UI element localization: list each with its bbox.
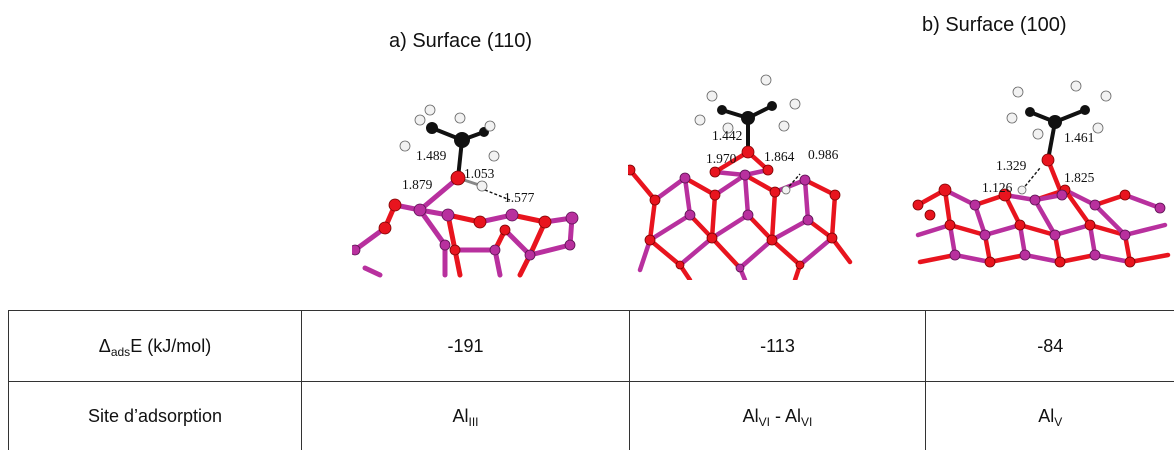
ads-subscript: ads <box>110 344 131 359</box>
structure-110-al6-al6 <box>628 74 853 280</box>
site-value-cell: AlV <box>925 381 1174 450</box>
site-subscript: VI <box>758 414 770 429</box>
energy-value-cell: -84 <box>925 310 1174 382</box>
site-subscript: VI <box>801 414 813 429</box>
bond-label: 1.879 <box>402 177 433 192</box>
site-element: Al <box>1038 405 1055 426</box>
bond-label: 1.442 <box>712 128 742 143</box>
structure-110-al3 <box>352 104 579 278</box>
bond-label: 0.986 <box>808 147 839 162</box>
site-value-cell: AlVI - AlVI <box>629 381 926 450</box>
site-element: Al <box>452 405 469 426</box>
bond-label: 1.970 <box>706 151 737 166</box>
delta-symbol: Δ <box>98 335 111 356</box>
site-subscript: III <box>468 414 479 429</box>
site-value-cell: AlIII <box>301 381 630 450</box>
site-subscript: V <box>1054 414 1063 429</box>
bond-label: 1.461 <box>1064 130 1094 145</box>
site-header-cell: Site d’adsorption <box>8 381 302 450</box>
surface-110-title: a) Surface (110) <box>389 30 533 52</box>
structure-100-al5 <box>912 80 1171 268</box>
site-separator: - <box>769 405 785 426</box>
bond-label: 1.864 <box>764 149 795 164</box>
adsorption-table: ΔadsE (kJ/mol) -191 -113 -84 Site d’adso… <box>8 310 1174 450</box>
energy-value-cell: -191 <box>301 310 630 382</box>
energy-value-cell: -113 <box>629 310 926 382</box>
table-row: Site d’adsorption AlIII AlVI - AlVI AlV <box>8 381 1174 450</box>
bond-label: 1.577 <box>504 190 535 205</box>
bond-label: 1.329 <box>996 158 1027 173</box>
bond-label: 1.489 <box>416 148 447 163</box>
surface-100-title: b) Surface (100) <box>922 14 1067 36</box>
site-element: Al <box>785 405 802 426</box>
site-element: Al <box>742 405 759 426</box>
bond-label: 1.053 <box>464 166 495 181</box>
energy-unit-label: E (kJ/mol) <box>130 335 212 356</box>
molecular-structures-figure: 1.489 1.053 1.879 1.577 <box>352 74 1171 280</box>
bond-label: 1.825 <box>1064 170 1095 185</box>
bond-label: 1.126 <box>982 180 1013 195</box>
energy-header-cell: ΔadsE (kJ/mol) <box>8 310 302 382</box>
table-row: ΔadsE (kJ/mol) -191 -113 -84 <box>8 310 1174 382</box>
